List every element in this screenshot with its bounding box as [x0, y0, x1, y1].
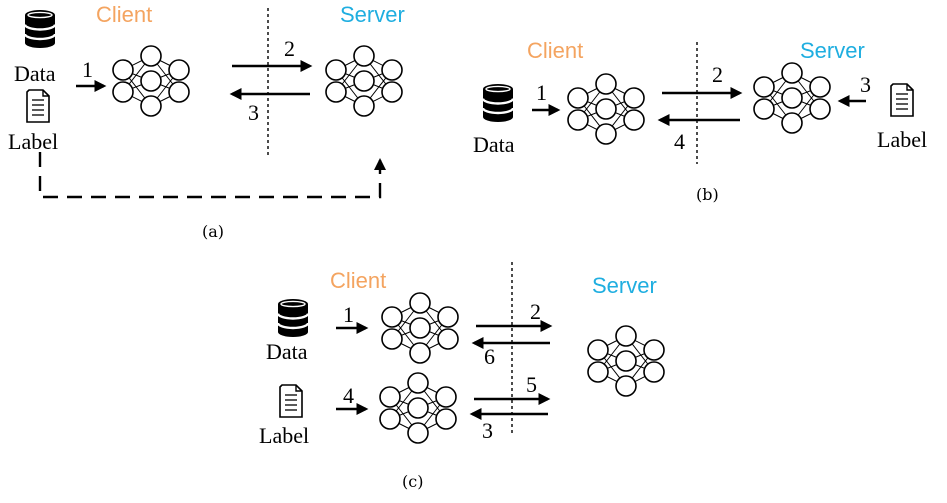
client-network [567, 73, 645, 145]
step-2-label: 2 [284, 36, 295, 61]
dashed-arrow-head [374, 158, 386, 170]
caption-b: (b) [696, 185, 719, 204]
step-1-label: 1 [82, 57, 93, 82]
client-label: Client [96, 2, 152, 27]
step-2-label: 2 [530, 299, 541, 324]
step-1-label: 1 [343, 302, 354, 327]
document-icon [279, 384, 303, 418]
server-network [325, 45, 403, 117]
data-label: Data [266, 339, 308, 364]
panel-a: Client Server Data Label 1 2 3 (a) [8, 2, 405, 241]
server-label: Server [340, 2, 405, 27]
document-icon [26, 89, 50, 123]
step-6-label: 6 [484, 344, 495, 369]
step-5-label: 5 [526, 372, 537, 397]
step-2-label: 2 [712, 62, 723, 87]
client-network-data [381, 292, 459, 364]
server-network [753, 62, 831, 134]
server-label: Server [592, 273, 657, 298]
step-1-label: 1 [536, 80, 547, 105]
database-icon [23, 8, 57, 50]
label-label: Label [877, 127, 927, 152]
server-network [587, 325, 665, 397]
data-label: Data [473, 132, 515, 157]
step-3-label: 3 [248, 100, 259, 125]
client-network-label [379, 372, 457, 444]
label-label: Label [8, 129, 58, 154]
client-network [112, 45, 190, 117]
step-4-label: 4 [674, 129, 685, 154]
document-icon [890, 83, 914, 117]
database-icon [481, 82, 515, 124]
database-icon [276, 297, 310, 339]
label-to-server-dashed-path [38, 152, 382, 199]
step-4-label: 4 [343, 383, 354, 408]
panel-b: Client Server Data 1 2 4 3 Label (b) [473, 38, 927, 204]
panel-c: Client Server Data Label 1 4 2 6 5 3 (c) [259, 262, 665, 491]
caption-c: (c) [402, 472, 423, 491]
caption-a: (a) [202, 222, 224, 241]
client-label: Client [330, 268, 386, 293]
step-3-label: 3 [860, 72, 871, 97]
client-label: Client [527, 38, 583, 63]
label-label: Label [259, 423, 309, 448]
data-label: Data [14, 61, 56, 86]
step-3-label: 3 [482, 418, 493, 443]
server-label: Server [800, 38, 865, 63]
